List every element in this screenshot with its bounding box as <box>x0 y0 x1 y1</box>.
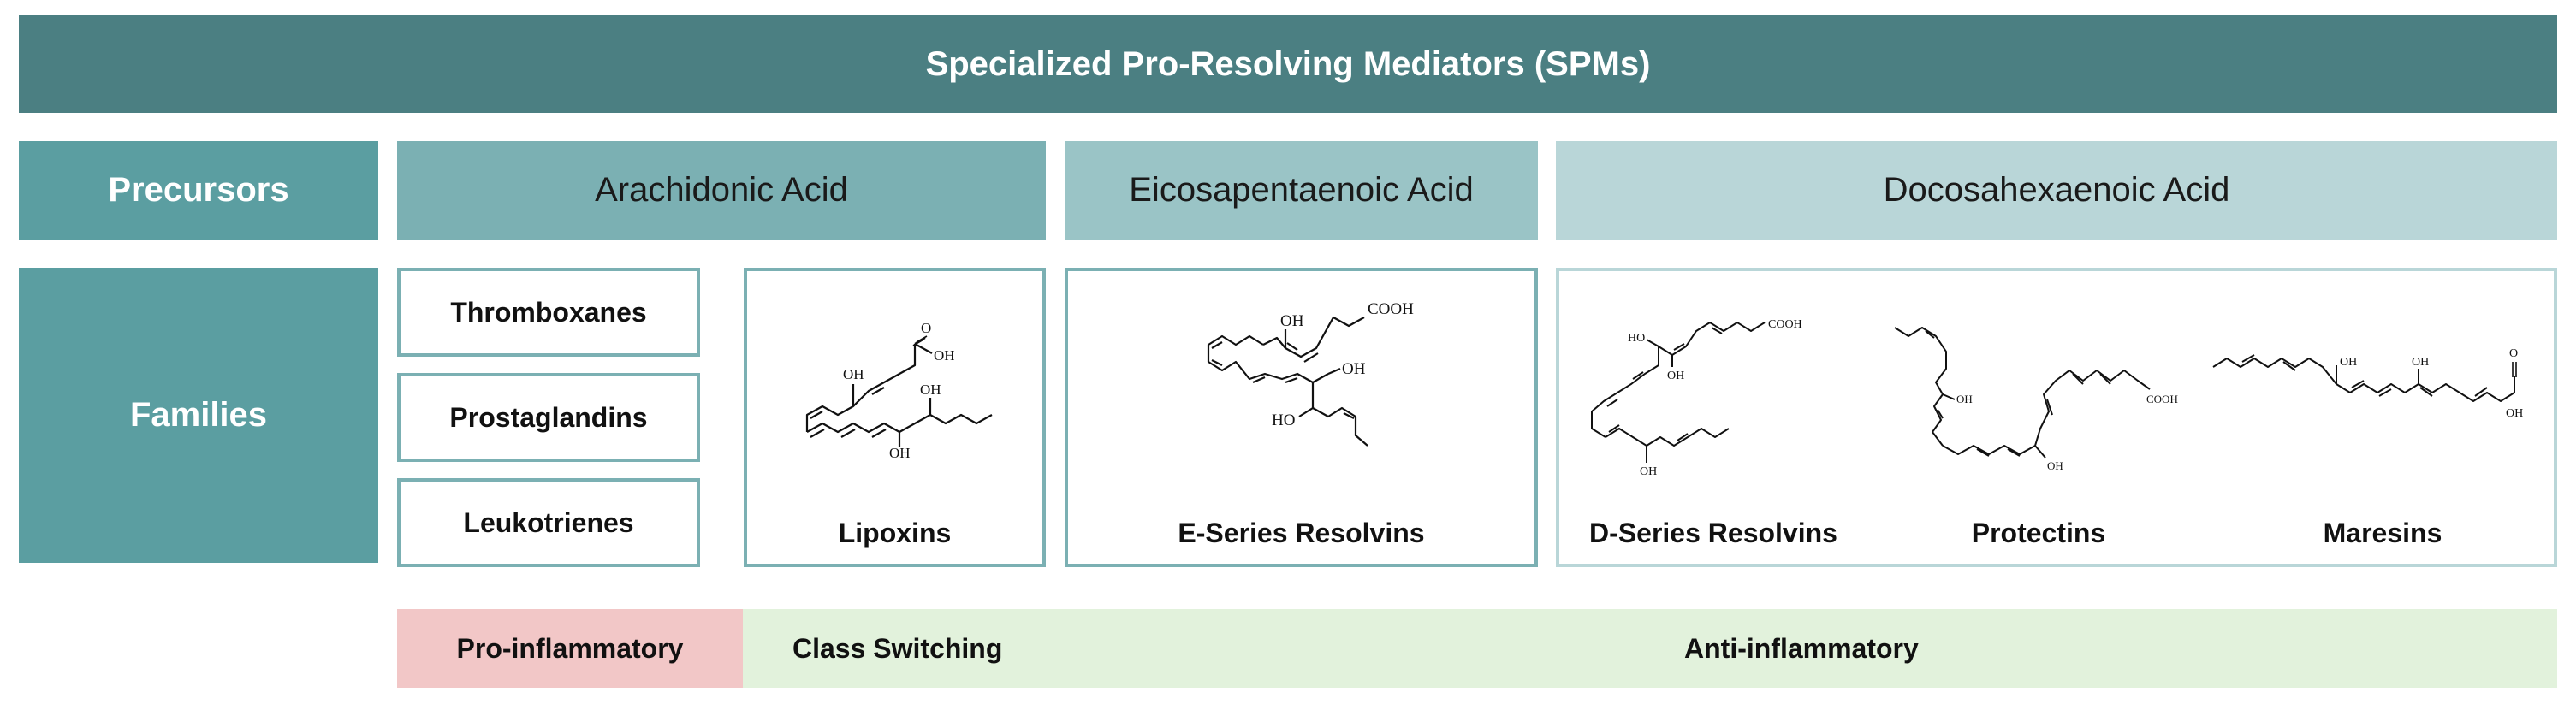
lipoxin-o: O <box>921 320 931 336</box>
lipoxin-oh-3: OH <box>920 382 941 398</box>
band-pro-inflammatory-label: Pro-inflammatory <box>456 632 684 664</box>
family-e-series-resolvins: COOH OH OH HO E-Series Resolvins <box>1065 268 1538 567</box>
lipoxin-structure-image: OH O OH OH OH <box>798 320 1004 461</box>
protectin-cooh: COOH <box>2146 393 2178 405</box>
d-series-ho: HO <box>1628 332 1645 345</box>
family-e-series-resolvins-label: E-Series Resolvins <box>1178 518 1425 548</box>
family-lipoxins: OH O OH OH OH Lipoxins <box>744 268 1046 567</box>
precursor-arachidonic-acid: Arachidonic Acid <box>397 141 1046 240</box>
maresin-structure-image: OH OH O OH <box>2210 331 2535 468</box>
protectin-oh-2: OH <box>2047 459 2063 472</box>
d-series-structure-image: COOH HO OH OH <box>1585 305 1807 494</box>
d-series-oh-1: OH <box>1667 370 1684 382</box>
lipoxin-oh-4: OH <box>889 445 911 461</box>
e-series-ho: HO <box>1272 411 1295 429</box>
row-label-families: Families <box>19 268 378 563</box>
family-lipoxins-label: Lipoxins <box>838 518 952 548</box>
e-series-structure-image: COOH OH OH HO <box>1196 288 1419 485</box>
e-series-oh-1: OH <box>1280 312 1304 330</box>
precursor-eicosapentaenoic-acid: Eicosapentaenoic Acid <box>1065 141 1538 240</box>
maresin-oh-1: OH <box>2340 356 2357 369</box>
lipoxin-oh-1: OH <box>843 366 864 382</box>
family-maresins-label: Maresins <box>2323 518 2442 548</box>
band-anti-inflammatory-label: Anti-inflammatory <box>1684 632 1919 664</box>
family-d-series-resolvins-label: D-Series Resolvins <box>1589 518 1837 548</box>
maresin-oh-2: OH <box>2412 356 2429 369</box>
maresin-o: O <box>2509 347 2518 360</box>
family-prostaglandins: Prostaglandins <box>397 373 700 462</box>
family-group-docosahexaenoic: COOH HO OH OH OH OH COOH <box>1556 268 2557 567</box>
maresin-oh-3: OH <box>2506 407 2523 420</box>
e-series-oh-2: OH <box>1342 360 1366 378</box>
protectin-oh-1: OH <box>1956 393 1973 405</box>
d-series-cooh: COOH <box>1768 318 1802 331</box>
protectin-structure-image: OH OH COOH <box>1893 321 2178 492</box>
band-anti-inflammatory <box>743 609 2557 688</box>
band-class-switching-label: Class Switching <box>792 632 1003 664</box>
d-series-oh-2: OH <box>1640 465 1657 478</box>
family-thromboxanes: Thromboxanes <box>397 268 700 357</box>
e-series-cooh: COOH <box>1368 300 1414 318</box>
row-label-precursors: Precursors <box>19 141 378 240</box>
page-title: Specialized Pro-Resolving Mediators (SPM… <box>19 15 2557 113</box>
band-pro-inflammatory: Pro-inflammatory <box>397 609 743 688</box>
family-protectins-label: Protectins <box>1971 518 2106 548</box>
precursor-docosahexaenoic-acid: Docosahexaenoic Acid <box>1556 141 2557 240</box>
family-leukotrienes: Leukotrienes <box>397 478 700 567</box>
lipoxin-oh-2: OH <box>934 347 955 364</box>
